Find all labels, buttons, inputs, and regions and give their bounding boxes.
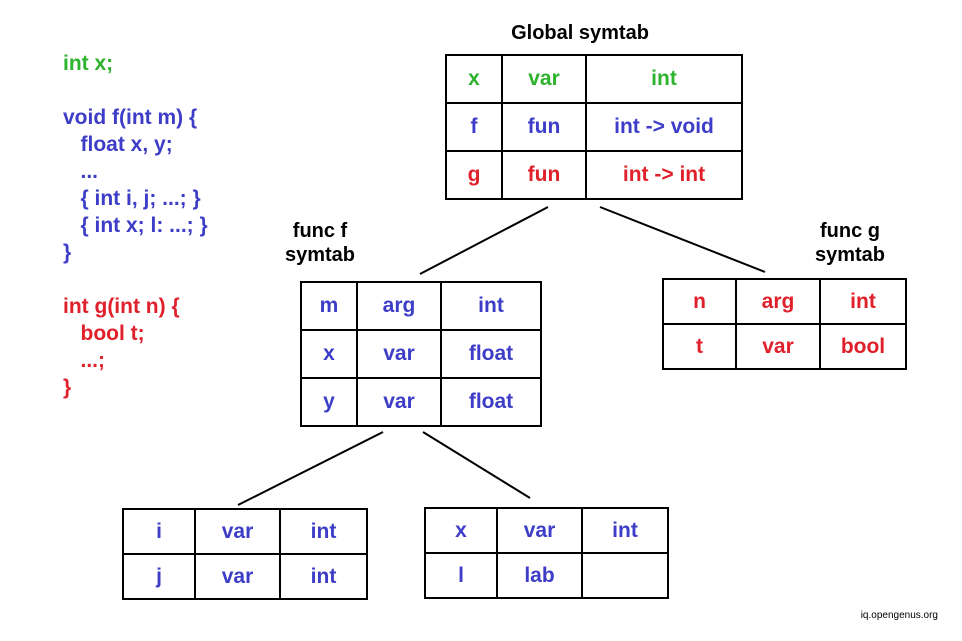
symbol-name-cell: i <box>122 508 196 555</box>
symbol-kind-cell: var <box>356 377 442 427</box>
symbol-kind-cell: var <box>194 553 281 600</box>
global-symtab-label: Global symtab <box>511 22 649 44</box>
symbol-type-cell: int <box>581 507 669 554</box>
symbol-type-cell: int <box>585 54 743 104</box>
symbol-name-cell: x <box>300 329 358 379</box>
symbol-type-cell: int -> int <box>585 150 743 200</box>
func-f-label-line1: func f <box>292 220 348 242</box>
code-line: void f(int m) { <box>63 106 198 129</box>
symbol-type-cell <box>581 552 669 599</box>
symbol-name-cell: j <box>122 553 196 600</box>
symbol-kind-cell: var <box>194 508 281 555</box>
symbol-kind-cell: fun <box>501 102 587 152</box>
edge-func-f-to-block1 <box>237 431 384 506</box>
symbol-name-cell: m <box>300 281 358 331</box>
symbol-type-cell: int <box>279 508 368 555</box>
symbol-type-cell: int <box>819 278 907 325</box>
symbol-name-cell: x <box>445 54 503 104</box>
symbol-type-cell: int -> void <box>585 102 743 152</box>
code-line: } <box>63 241 72 264</box>
watermark: iq.opengenus.org <box>860 610 938 621</box>
symbol-name-cell: x <box>424 507 498 554</box>
code-line: int g(int n) { <box>63 295 180 318</box>
code-line: float x, y; <box>63 133 173 156</box>
source-code: int x; void f(int m) { float x, y; ... { … <box>63 50 208 401</box>
symbol-kind-cell: var <box>356 329 442 379</box>
symbol-name-cell: f <box>445 102 503 152</box>
func-f-symtab-label: func f symtab <box>270 219 370 267</box>
symbol-kind-cell: arg <box>735 278 821 325</box>
symbol-name-cell: g <box>445 150 503 200</box>
code-line: } <box>63 376 72 399</box>
symbol-kind-cell: fun <box>501 150 587 200</box>
symbol-name-cell: y <box>300 377 358 427</box>
symbol-kind-cell: var <box>501 54 587 104</box>
symbol-name-cell: l <box>424 552 498 599</box>
func-f-label-line2: symtab <box>284 244 356 266</box>
code-line: ...; <box>63 349 106 372</box>
func-g-label-line2: symtab <box>814 244 886 266</box>
code-line: int x; <box>63 52 114 75</box>
symbol-kind-cell: lab <box>496 552 583 599</box>
symbol-type-cell: bool <box>819 323 907 370</box>
symbol-kind-cell: var <box>496 507 583 554</box>
symbol-type-cell: int <box>279 553 368 600</box>
func-g-symtab-label: func g symtab <box>800 219 900 267</box>
code-line: { int x; l: ...; } <box>63 214 208 237</box>
edge-func-f-to-block2 <box>422 431 531 499</box>
func-g-label-line1: func g <box>820 220 880 242</box>
symbol-kind-cell: arg <box>356 281 442 331</box>
edge-global-to-func-f <box>419 206 549 275</box>
symbol-type-cell: float <box>440 329 542 379</box>
symbol-type-cell: int <box>440 281 542 331</box>
symbol-kind-cell: var <box>735 323 821 370</box>
symbol-name-cell: n <box>662 278 737 325</box>
symbol-type-cell: float <box>440 377 542 427</box>
code-line: { int i, j; ...; } <box>63 187 201 210</box>
edge-global-to-func-g <box>599 206 766 273</box>
code-line: bool t; <box>63 322 145 345</box>
code-line: ... <box>63 160 99 183</box>
symbol-name-cell: t <box>662 323 737 370</box>
